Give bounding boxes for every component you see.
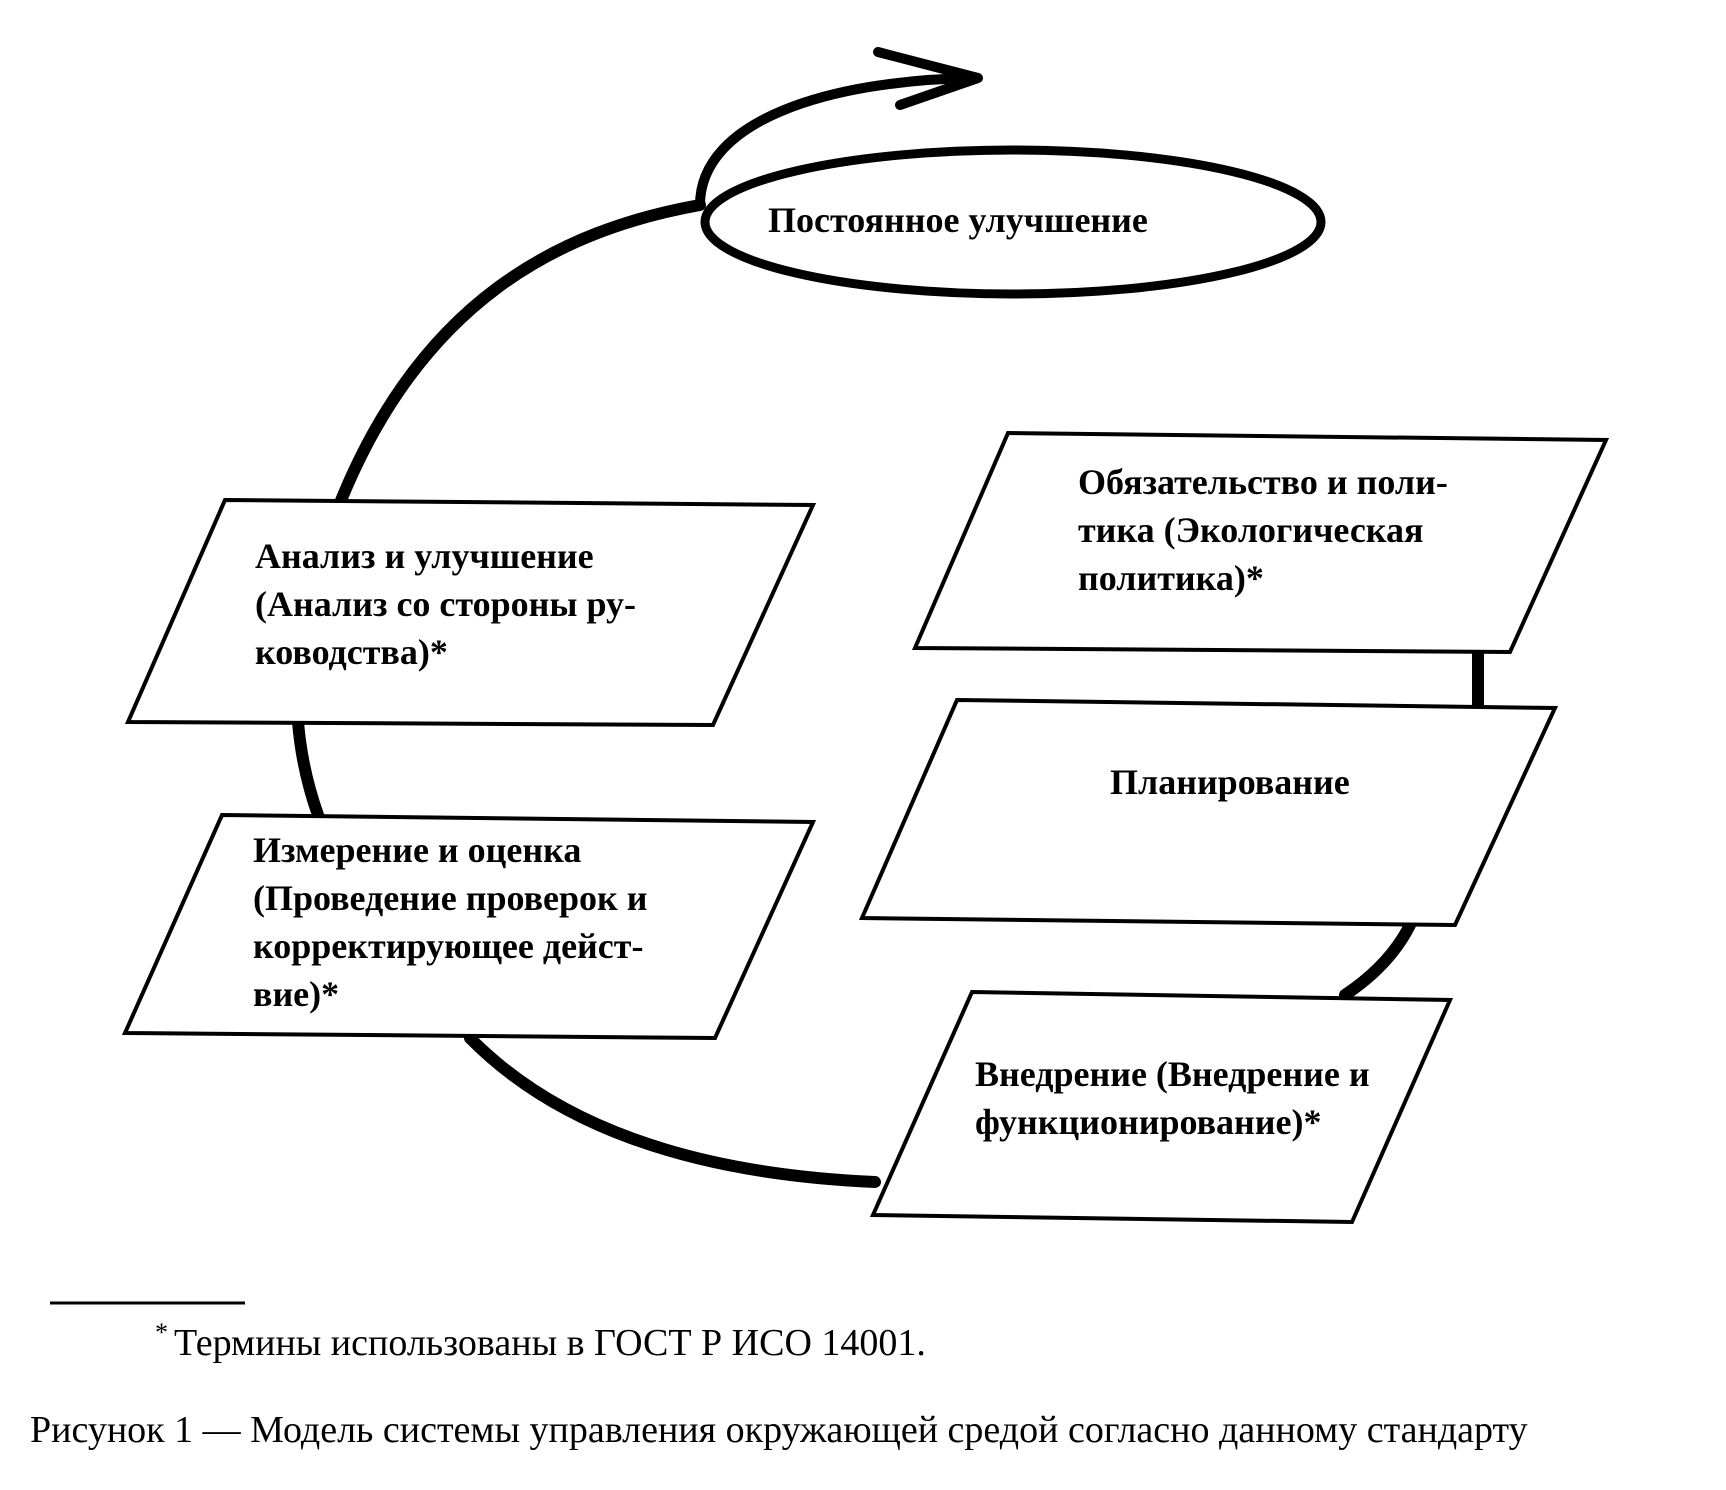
- commitment-policy-line-2: тика (Экологическая: [1078, 510, 1424, 550]
- review-line-2: (Анализ со стороны ру-: [255, 584, 637, 624]
- connector-measurement-implementation: [464, 1032, 881, 1188]
- review-line-1: Анализ и улучшение: [255, 536, 594, 576]
- measurement-line-1: Измерение и оценка: [253, 830, 582, 870]
- review-label: Анализ и улучшение (Анализ со стороны ру…: [255, 532, 636, 676]
- measurement-line-3: корректирующее дейст-: [253, 926, 644, 966]
- commitment-policy-label: Обязательство и поли- тика (Экологическа…: [1078, 458, 1448, 602]
- arrow-head: [873, 47, 983, 110]
- commitment-policy-line-3: политика)*: [1078, 558, 1264, 598]
- connector-review-measurement: [292, 716, 324, 821]
- footnote-marker: *: [155, 1318, 168, 1347]
- commitment-policy-box: [911, 430, 1610, 655]
- planning-label: Планирование: [1110, 762, 1350, 802]
- implementation-line-2: функционирование)*: [975, 1102, 1322, 1142]
- implementation-label: Внедрение (Внедрение и функционирование)…: [975, 1050, 1370, 1146]
- review-line-3: ководства)*: [255, 632, 448, 672]
- continuous-improvement-ellipse: [700, 145, 1326, 299]
- continuous-improvement-label: Постоянное улучшение: [768, 200, 1148, 240]
- footnote: *Термины использованы в ГОСТ Р ИСО 14001…: [155, 1318, 926, 1365]
- measurement-box: [121, 812, 817, 1041]
- review-box: [124, 497, 817, 728]
- improvement-arrow-arc: [695, 73, 980, 210]
- measurement-line-4: вие)*: [253, 974, 340, 1014]
- commitment-policy-line-1: Обязательство и поли-: [1078, 462, 1448, 502]
- figure-caption: Рисунок 1 — Модель системы управления ок…: [30, 1409, 1528, 1451]
- planning-box: [858, 697, 1559, 928]
- measurement-line-2: (Проведение проверок и: [253, 878, 648, 918]
- connector-review-improvement-arc: [332, 199, 706, 514]
- implementation-box: [869, 989, 1454, 1225]
- measurement-label: Измерение и оценка (Проведение проверок …: [253, 826, 648, 1018]
- footnote-text: Термины использованы в ГОСТ Р ИСО 14001.: [174, 1322, 926, 1364]
- connector-implementation-planning: [1339, 919, 1416, 1001]
- implementation-line-1: Внедрение (Внедрение и: [975, 1054, 1370, 1094]
